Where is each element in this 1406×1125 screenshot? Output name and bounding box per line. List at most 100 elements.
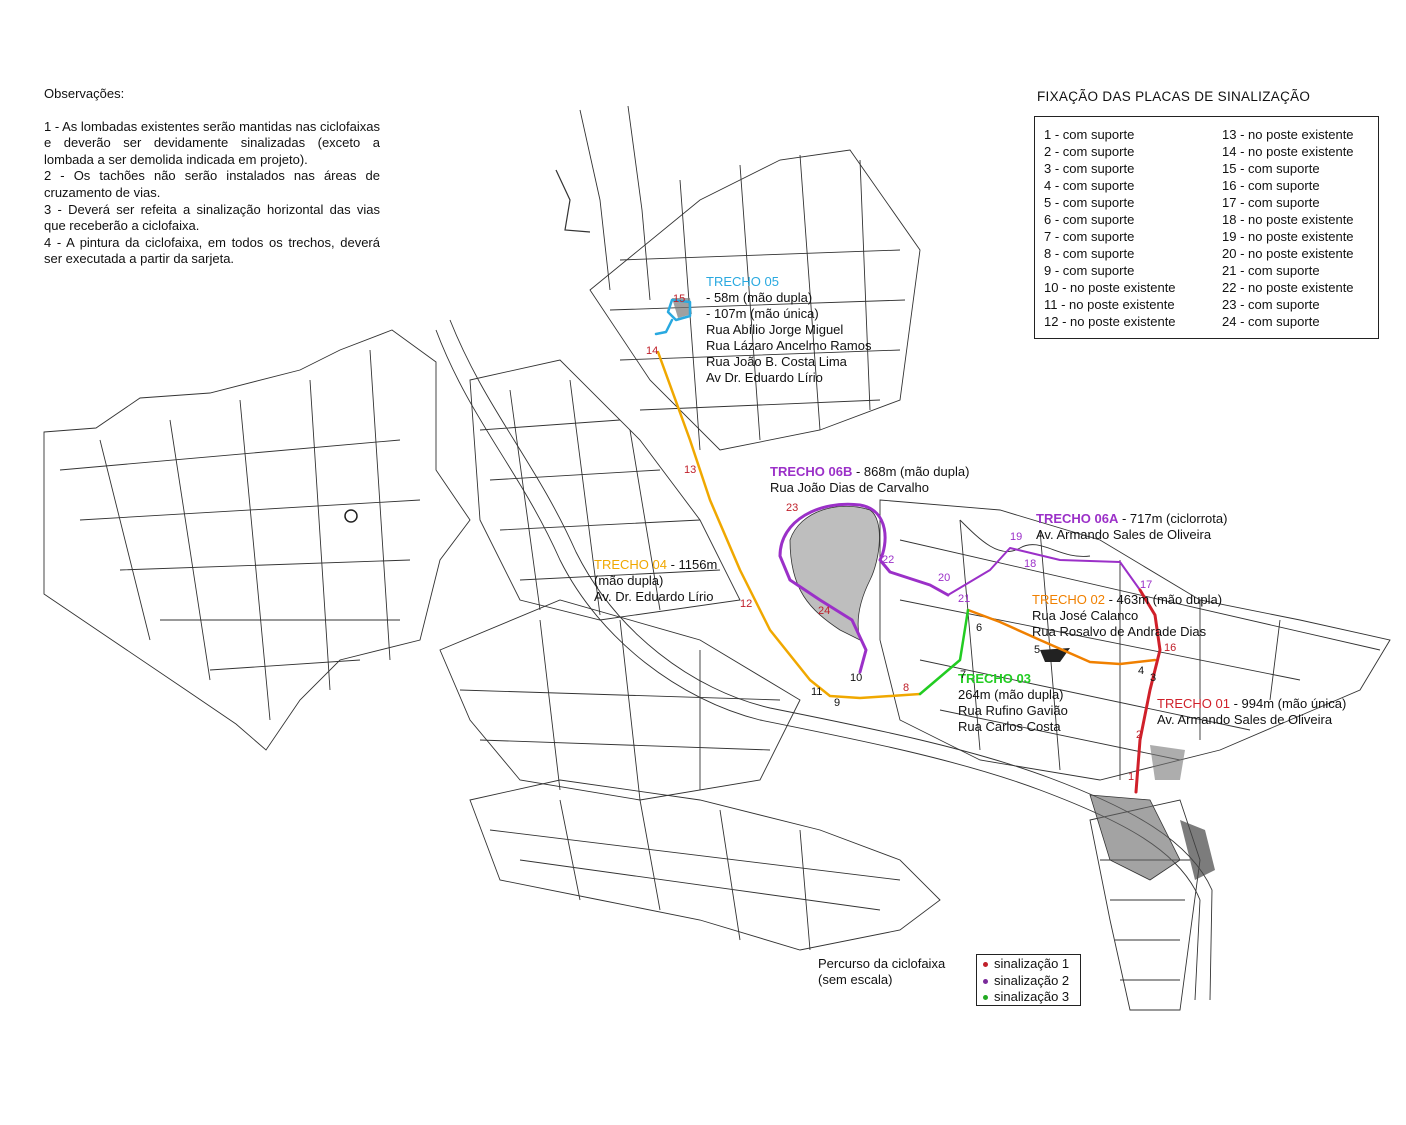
fixacao-item: 12 - no poste existente — [1044, 314, 1176, 329]
legend-item-sinalizacao-3: sinalização 3 — [983, 989, 1069, 1005]
legend-label: sinalização 2 — [994, 973, 1070, 988]
route-trecho-06b — [778, 502, 950, 674]
label-trecho-01: TRECHO 01 - 994m (mão única) Av. Armando… — [1157, 696, 1346, 728]
route-trecho-05 — [654, 298, 692, 336]
sign-number-3: 3 — [1150, 672, 1157, 684]
trecho-05-title: TRECHO 05 — [706, 274, 779, 289]
sign-number-8: 8 — [903, 682, 910, 694]
fixacao-title: FIXAÇÃO DAS PLACAS DE SINALIZAÇÃO — [1037, 89, 1311, 104]
sign-number-2: 2 — [1136, 729, 1143, 741]
trecho-04-title: TRECHO 04 — [594, 557, 667, 572]
fixacao-item: 4 - com suporte — [1044, 178, 1135, 193]
sign-number-19: 19 — [1010, 531, 1023, 543]
legend-subtitle-line: (sem escala) — [818, 972, 893, 987]
fixacao-item: 20 - no poste existente — [1222, 246, 1354, 261]
route-trecho-01 — [1134, 588, 1162, 794]
legend-item-sinalizacao-1: sinalização 1 — [983, 956, 1069, 972]
fixacao-item: 6 - com suporte — [1044, 212, 1135, 227]
sign-number-1: 1 — [1128, 771, 1135, 783]
fixacao-item: 17 - com suporte — [1222, 195, 1320, 210]
fixacao-item: 3 - com suporte — [1044, 161, 1135, 176]
legend-label: sinalização 3 — [994, 989, 1070, 1004]
observacoes-block: Observações: 1 - As lombadas existentes … — [44, 86, 380, 268]
fixacao-item: 13 - no poste existente — [1222, 127, 1354, 142]
sign-number-7: 7 — [960, 669, 967, 681]
label-trecho-05: TRECHO 05 - 58m (mão dupla) - 107m (mão … — [706, 274, 871, 386]
observacao-item: 3 - Deverá ser refeita a sinalização hor… — [44, 201, 380, 234]
trecho-06a-street: Av. Armando Sales de Oliveira — [1036, 527, 1212, 542]
sign-number-5: 5 — [1034, 644, 1041, 656]
sign-number-6: 6 — [976, 622, 983, 634]
observacoes-title: Observações: — [44, 86, 125, 101]
fixacao-item: 23 - com suporte — [1222, 297, 1320, 312]
trecho-04-type: (mão dupla) — [594, 573, 664, 588]
fixacao-item: 22 - no poste existente — [1222, 280, 1354, 295]
trecho-03-street: Rua Rufino Gavião — [958, 703, 1068, 718]
fixacao-item: 14 - no poste existente — [1222, 144, 1354, 159]
sign-number-14: 14 — [646, 345, 659, 357]
sign-number-22: 22 — [882, 554, 895, 566]
fixacao-item: 16 - com suporte — [1222, 178, 1320, 193]
trecho-01-street: Av. Armando Sales de Oliveira — [1157, 712, 1333, 727]
fixacao-col-1: 1 - com suporte 2 - com suporte 3 - com … — [1044, 126, 1176, 330]
trecho-02-title: TRECHO 02 — [1032, 592, 1105, 607]
sign-number-11: 11 — [811, 686, 823, 698]
route-trecho-03 — [918, 608, 970, 696]
legend-item-sinalizacao-2: sinalização 2 — [983, 973, 1069, 989]
fixacao-item: 2 - com suporte — [1044, 144, 1135, 159]
fixacao-col-2: 13 - no poste existente 14 - no poste ex… — [1222, 126, 1354, 330]
trecho-05-line: Rua João B. Costa Lima — [706, 354, 847, 369]
legend-title-line: Percurso da ciclofaixa — [818, 956, 946, 971]
sign-number-18: 18 — [1024, 558, 1037, 570]
trecho-02-length: - 463m (mão dupla) — [1104, 592, 1223, 607]
observacao-item: 2 - Os tachões não serão instalados nas … — [44, 168, 380, 200]
trecho-06a-length: - 717m (ciclorrota) — [1118, 511, 1228, 526]
trecho-06b-title: TRECHO 06B — [770, 464, 853, 479]
sign-number-21: 21 — [958, 593, 971, 605]
fixacao-table: 1 - com suporte 2 - com suporte 3 - com … — [1034, 116, 1379, 339]
trecho-05-line: - 58m (mão dupla) — [706, 290, 813, 305]
sign-number-12: 12 — [740, 598, 753, 610]
legend-dot-icon — [983, 979, 988, 985]
trecho-01-length: - 994m (mão única) — [1229, 696, 1347, 711]
label-trecho-03: TRECHO 03 264m (mão dupla) Rua Rufino Ga… — [958, 671, 1068, 735]
fixacao-item: 5 - com suporte — [1044, 195, 1135, 210]
fixacao-item: 24 - com suporte — [1222, 314, 1320, 329]
trecho-02-street: Rua José Calanco — [1032, 608, 1139, 623]
sign-number-4: 4 — [1138, 665, 1145, 677]
route-trecho-02 — [966, 608, 1157, 666]
trecho-03-length: 264m (mão dupla) — [958, 687, 1064, 702]
legend-title: Percurso da ciclofaixa (sem escala) — [818, 956, 945, 988]
fixacao-item: 18 - no poste existente — [1222, 212, 1354, 227]
trecho-01-title: TRECHO 01 — [1157, 696, 1230, 711]
route-trecho-04 — [656, 350, 922, 700]
trecho-06b-length: - 868m (mão dupla) — [852, 464, 970, 479]
fixacao-item: 15 - com suporte — [1222, 161, 1320, 176]
fixacao-item: 19 - no poste existente — [1222, 229, 1354, 244]
trecho-05-line: - 107m (mão única) — [706, 306, 819, 321]
legend-box: sinalização 1 sinalização 2 sinalização … — [976, 954, 1081, 1006]
trecho-02-street: Rua Rosalvo de Andrade Dias — [1032, 624, 1207, 639]
shaded-areas — [344, 298, 1215, 881]
route-trecho-06a — [947, 547, 1141, 596]
sign-number-24: 24 — [818, 605, 831, 617]
sign-number-17: 17 — [1140, 579, 1153, 591]
trecho-05-line: Av Dr. Eduardo Lírio — [706, 370, 823, 385]
legend-dot-icon — [983, 962, 988, 968]
legend-dot-icon — [983, 995, 988, 1001]
fixacao-item: 10 - no poste existente — [1044, 280, 1176, 295]
trecho-05-line: Rua Lázaro Ancelmo Ramos — [706, 338, 872, 353]
bike-routes — [654, 298, 1162, 794]
fixacao-item: 21 - com suporte — [1222, 263, 1320, 278]
fixacao-item: 7 - com suporte — [1044, 229, 1135, 244]
sign-number-13: 13 — [684, 464, 697, 476]
sign-number-15: 15 — [673, 293, 686, 305]
label-trecho-06b: TRECHO 06B - 868m (mão dupla) Rua João D… — [770, 464, 969, 496]
trecho-03-title: TRECHO 03 — [958, 671, 1031, 686]
trecho-03-street: Rua Carlos Costa — [958, 719, 1061, 734]
label-trecho-06a: TRECHO 06A - 717m (ciclorrota) Av. Arman… — [1036, 511, 1227, 543]
trecho-04-length: - 1156m — [666, 557, 718, 572]
fixacao-item: 11 - no poste existente — [1044, 297, 1175, 312]
fixacao-item: 8 - com suporte — [1044, 246, 1135, 261]
